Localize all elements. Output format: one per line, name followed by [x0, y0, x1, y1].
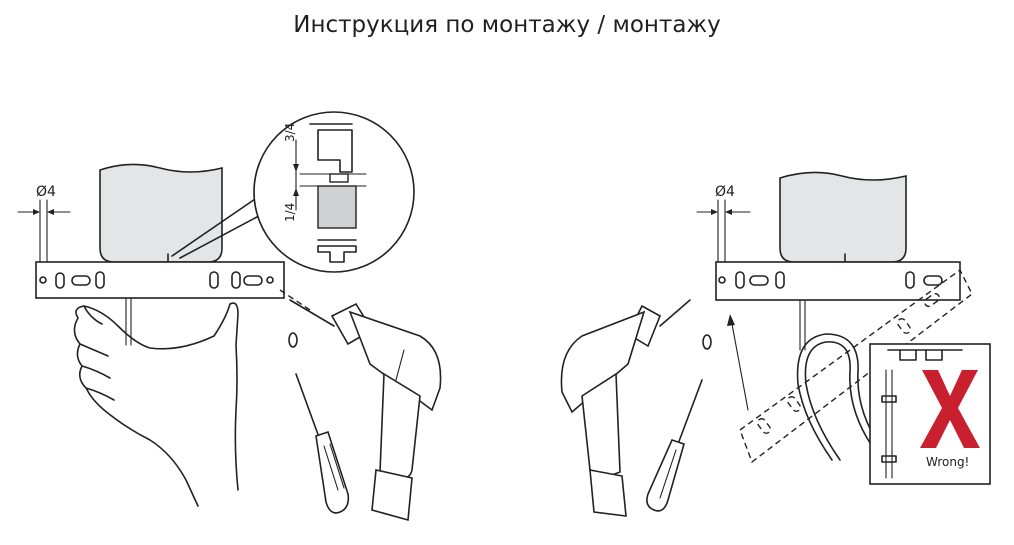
- wrong-inset: Wrong!: [869, 343, 991, 485]
- left-detail-callout: 3/4 1/4: [171, 111, 415, 273]
- drain-hose: [804, 341, 873, 461]
- wrong-x-mark: [920, 370, 980, 448]
- right-panel: Ø4: [560, 171, 991, 517]
- wrong-label: Wrong!: [926, 455, 969, 469]
- left-appliance: [99, 163, 223, 263]
- right-mounting-bracket: [715, 261, 961, 351]
- right-screwdriver: [646, 379, 703, 512]
- left-hand: [73, 302, 239, 507]
- left-mounting-bracket: [35, 261, 285, 346]
- right-drill: [560, 299, 691, 517]
- left-panel: Ø4: [17, 111, 442, 522]
- right-screw: [702, 334, 712, 350]
- left-screw: [288, 332, 298, 348]
- tilted-bracket-outline: [727, 268, 973, 464]
- left-drill: [289, 299, 442, 522]
- right-diameter-label: Ø4: [715, 184, 735, 200]
- right-appliance: [779, 171, 907, 263]
- detail-bottom-label: 1/4: [283, 203, 297, 222]
- page-title: Инструкция по монтажу / монтажу: [293, 12, 721, 38]
- left-screwdriver: [295, 373, 350, 514]
- left-screw-path: [279, 289, 311, 311]
- detail-top-label: 3/4: [283, 123, 297, 142]
- left-diameter-label: Ø4: [36, 184, 56, 200]
